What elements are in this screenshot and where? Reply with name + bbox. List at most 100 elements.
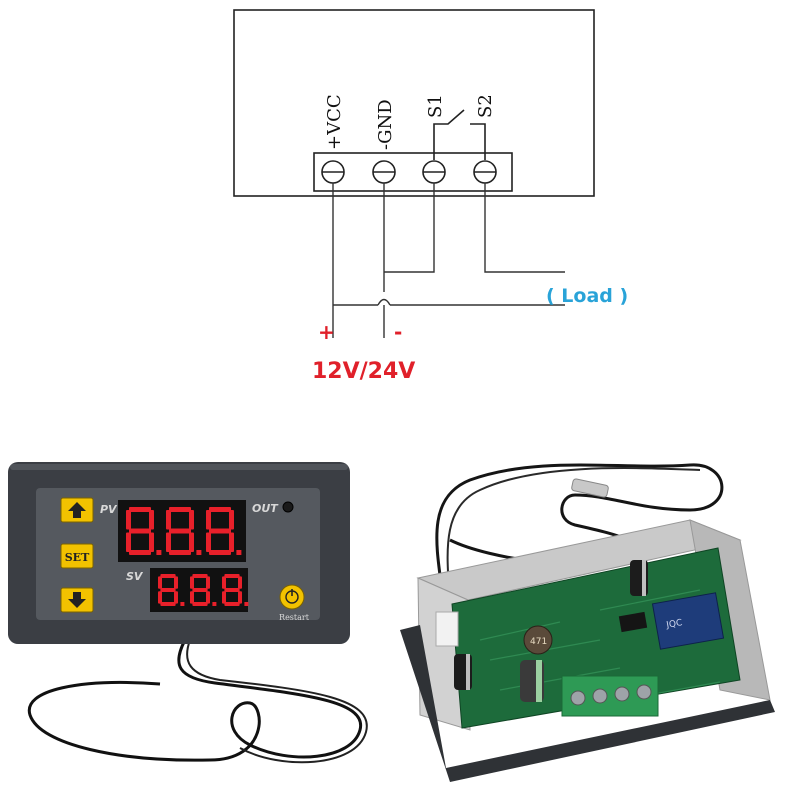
segment-f	[222, 576, 226, 589]
segment-a	[209, 507, 231, 512]
out-label: OUT	[252, 502, 279, 515]
controller-board-view: JQC 471	[400, 463, 775, 782]
terminal-label-s2: S2	[475, 94, 496, 118]
terminal-block-screw-1	[570, 690, 586, 706]
set-button[interactable]: SET	[60, 543, 94, 569]
segment-c	[229, 532, 234, 552]
capacitor-left-stripe	[466, 654, 470, 690]
front-bezel	[400, 625, 775, 782]
pv-label: PV	[100, 503, 118, 516]
segment-d	[129, 550, 151, 555]
probe-cable-2	[186, 639, 368, 764]
terminal-screw-vcc	[321, 160, 345, 184]
segment-c	[149, 532, 154, 552]
segment-g	[129, 528, 151, 534]
segment-b	[149, 510, 154, 530]
probe-cable	[27, 639, 363, 762]
segment-d	[160, 602, 176, 606]
wiring-diagram: +VCC -GND S1 S2 ( Load ) + - 12V/24V	[233, 9, 628, 384]
terminal-label-gnd: -GND	[375, 99, 396, 150]
terminal-block-screw-2	[592, 688, 608, 704]
up-arrow-icon	[68, 502, 86, 518]
segment-a	[160, 574, 176, 578]
terminal-block-screw-3	[614, 686, 630, 702]
terminal-screw-s2	[473, 160, 497, 184]
segment-e	[190, 591, 194, 604]
decimal-point	[236, 550, 242, 555]
decimal-point	[196, 550, 202, 555]
decimal-point	[212, 602, 217, 606]
terminal-label-vcc: +VCC	[324, 94, 345, 150]
segment-f	[206, 510, 211, 530]
segment-b	[189, 510, 194, 530]
segment-e	[126, 532, 131, 552]
segment-g	[192, 588, 208, 592]
sv-display-digits	[158, 574, 249, 606]
segment-a	[224, 574, 240, 578]
segment-e	[158, 591, 162, 604]
pv-display-digits	[126, 507, 242, 555]
segment-c	[206, 591, 210, 604]
segment-a	[129, 507, 151, 512]
segment-c	[174, 591, 178, 604]
down-arrow-icon	[68, 592, 86, 608]
segment-g	[169, 528, 191, 534]
segment-b	[238, 576, 242, 589]
wire-s1	[384, 183, 435, 273]
inductor-marking: 471	[530, 637, 547, 647]
segment-d	[192, 602, 208, 606]
terminal-screw-gnd	[372, 160, 396, 184]
segment-c	[189, 532, 194, 552]
load-label: ( Load )	[546, 285, 628, 307]
positive-sign: +	[318, 320, 335, 344]
capacitor-top-stripe	[642, 560, 646, 596]
segment-b	[206, 576, 210, 589]
segment-f	[190, 576, 194, 589]
bezel-highlight	[10, 464, 348, 470]
relay-marking: JQC	[665, 618, 684, 631]
down-button[interactable]	[60, 587, 94, 613]
negative-sign: -	[394, 320, 402, 344]
set-button-label: SET	[65, 551, 90, 564]
sensor-connector	[435, 611, 459, 647]
segment-d	[224, 602, 240, 606]
segment-d	[209, 550, 231, 555]
decimal-point	[244, 602, 249, 606]
sensor-cable-2	[446, 467, 701, 616]
segment-b	[229, 510, 234, 530]
controller-front-panel: SET PV SV OUT 888 888 Restart	[8, 462, 368, 764]
wire-gnd-crossover	[377, 298, 391, 306]
capacitor-center-stripe	[536, 660, 542, 702]
sv-label: SV	[126, 570, 144, 583]
inductor	[523, 625, 553, 655]
wire-s2	[484, 183, 565, 273]
decimal-point	[156, 550, 162, 555]
terminal-screw-s1	[422, 160, 446, 184]
segment-a	[169, 507, 191, 512]
segment-f	[126, 510, 131, 530]
restart-label: Restart	[279, 613, 310, 622]
segment-g	[160, 588, 176, 592]
restart-button[interactable]	[279, 584, 305, 610]
segment-a	[192, 574, 208, 578]
out-indicator-led	[282, 501, 294, 513]
segment-e	[166, 532, 171, 552]
segment-d	[169, 550, 191, 555]
segment-g	[209, 528, 231, 534]
temperature-probe	[571, 478, 609, 498]
segment-f	[158, 576, 162, 589]
ic-chip	[618, 611, 648, 633]
segment-g	[224, 588, 240, 592]
terminal-block-screw-4	[636, 684, 652, 700]
segment-e	[222, 591, 226, 604]
up-button[interactable]	[60, 497, 94, 523]
segment-f	[166, 510, 171, 530]
decimal-point	[180, 602, 185, 606]
terminal-label-s1: S1	[425, 94, 446, 118]
segment-e	[206, 532, 211, 552]
relay-switch-symbol	[433, 109, 486, 160]
segment-c	[238, 591, 242, 604]
supply-voltage-label: 12V/24V	[312, 359, 415, 384]
relay	[651, 592, 725, 650]
